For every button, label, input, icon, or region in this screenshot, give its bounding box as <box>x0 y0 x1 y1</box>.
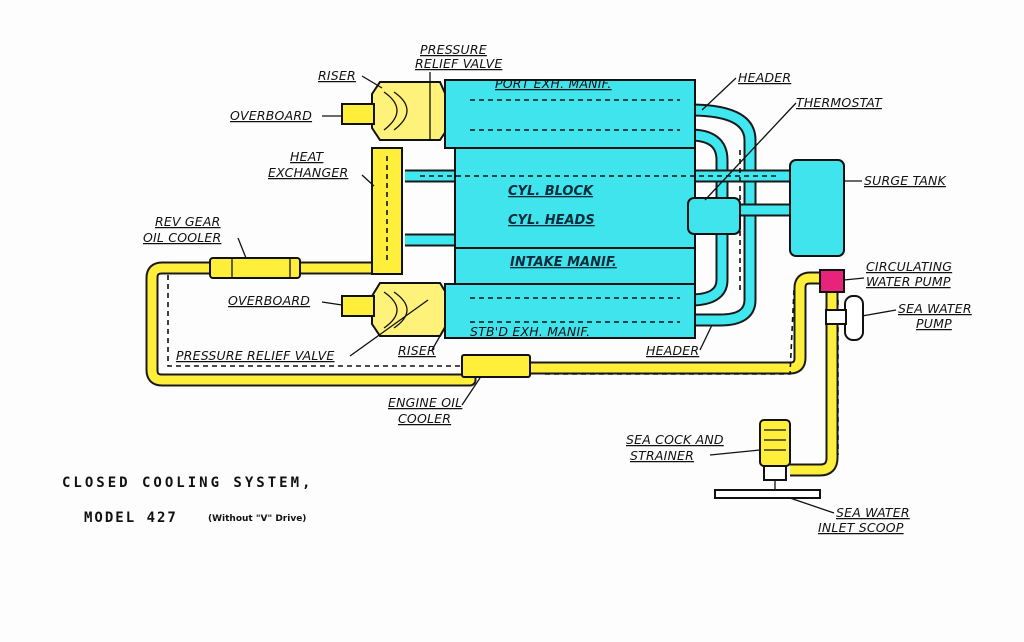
label-heat-exchanger-1: HEAT <box>290 149 325 164</box>
starboard-exhaust-manifold <box>444 283 696 339</box>
surge-tank <box>789 159 845 257</box>
engine-oil-cooler <box>461 354 531 378</box>
sea-water-circuit <box>145 81 839 477</box>
label-stbd-exh-manif: STB'D EXH. MANIF. <box>470 324 590 339</box>
label-pressure-relief-valve-top-1: PRESSURE <box>420 42 487 57</box>
label-sea-water-pump-2: PUMP <box>916 316 952 331</box>
sea-cock-strainer <box>759 419 791 467</box>
labels: PRESSURE RELIEF VALVE RISER PORT EXH. MA… <box>143 42 972 535</box>
overboard-outlet-top <box>341 103 375 125</box>
caption-model: MODEL 427 <box>84 510 178 526</box>
label-sea-cock-1: SEA COCK AND <box>626 432 724 447</box>
riser-top <box>371 81 449 141</box>
caption-line-1: CLOSED COOLING SYSTEM, <box>62 475 313 491</box>
label-riser-top: RISER <box>318 68 356 83</box>
label-circulating-2: WATER PUMP <box>866 274 951 289</box>
label-pressure-relief-valve-bottom: PRESSURE RELIEF VALVE <box>176 348 335 363</box>
rev-gear-oil-cooler <box>209 257 301 279</box>
label-sea-water-pump-1: SEA WATER <box>898 301 972 316</box>
intake-manifold <box>454 247 696 285</box>
label-header-top: HEADER <box>738 70 791 85</box>
sea-water-pump <box>844 295 864 341</box>
label-sea-water-inlet-1: SEA WATER <box>836 505 910 520</box>
riser-bottom <box>371 282 449 337</box>
label-sea-water-inlet-2: INLET SCOOP <box>818 520 904 535</box>
fresh-water-circuit <box>405 79 845 339</box>
label-thermostat: THERMOSTAT <box>796 95 883 110</box>
label-overboard-bottom: OVERBOARD <box>228 293 310 308</box>
overboard-outlet-bottom <box>341 295 375 317</box>
label-sea-cock-2: STRAINER <box>630 448 694 463</box>
caption-without-v-drive: (Without "V" Drive) <box>208 514 306 524</box>
label-overboard-top: OVERBOARD <box>230 108 312 123</box>
label-pressure-relief-valve-top-2: RELIEF VALVE <box>415 56 502 71</box>
label-heat-exchanger-2: EXCHANGER <box>268 165 348 180</box>
thermostat <box>687 197 741 235</box>
circulating-water-pump <box>819 269 845 293</box>
label-rev-gear-2: OIL COOLER <box>143 230 221 245</box>
caption: CLOSED COOLING SYSTEM, MODEL 427 (Withou… <box>62 475 313 526</box>
port-exhaust-manifold <box>444 79 696 149</box>
label-rev-gear-1: REV GEAR <box>155 214 221 229</box>
label-intake-manif: INTAKE MANIF. <box>510 255 617 270</box>
label-circulating-1: CIRCULATING <box>866 259 952 274</box>
label-engine-oil-2: COOLER <box>398 411 451 426</box>
label-cyl-block: CYL. BLOCK <box>508 184 594 199</box>
label-cyl-heads: CYL. HEADS <box>508 213 595 228</box>
label-header-bottom: HEADER <box>646 343 699 358</box>
pumps-and-intake <box>714 269 864 499</box>
label-engine-oil-1: ENGINE OIL <box>388 395 462 410</box>
sea-water-inlet-scoop <box>714 489 821 499</box>
label-surge-tank: SURGE TANK <box>864 173 948 188</box>
label-port-exh-manif: PORT EXH. MANIF. <box>495 76 612 91</box>
label-riser-bottom: RISER <box>398 343 436 358</box>
